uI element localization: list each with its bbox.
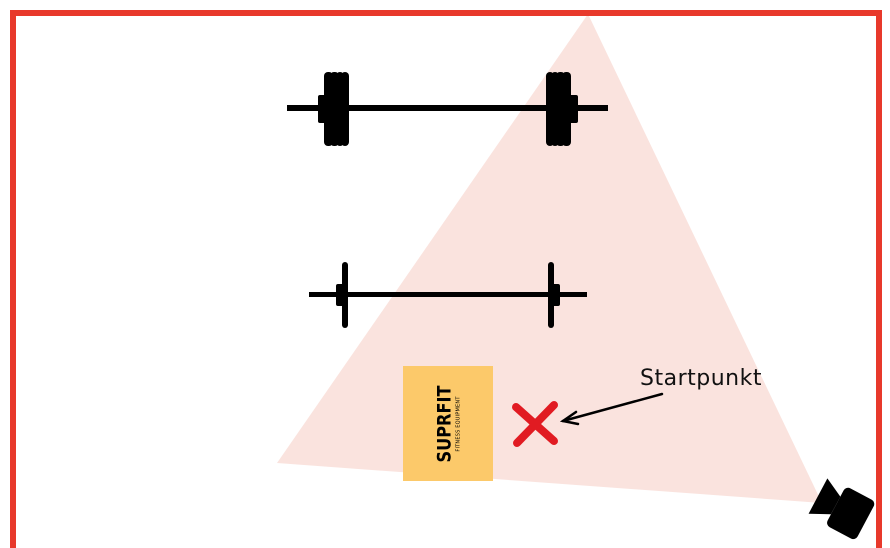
loaded-barbell-icon: [287, 72, 608, 146]
empty-barbell-icon: [309, 262, 587, 328]
video-camera-icon: [808, 478, 875, 540]
brand-logo: SUPRFIT FITNESS EQUIPMENT: [433, 378, 461, 469]
brand-name: SUPRFIT: [433, 384, 455, 463]
room-frame: [10, 10, 882, 548]
brand-box: SUPRFIT FITNESS EQUIPMENT: [403, 366, 493, 481]
start-arrow: [559, 392, 664, 426]
x-mark-icon: [512, 401, 558, 447]
brand-subtitle: FITNESS EQUIPMENT: [455, 395, 461, 452]
start-point-label: Startpunkt: [640, 366, 762, 391]
